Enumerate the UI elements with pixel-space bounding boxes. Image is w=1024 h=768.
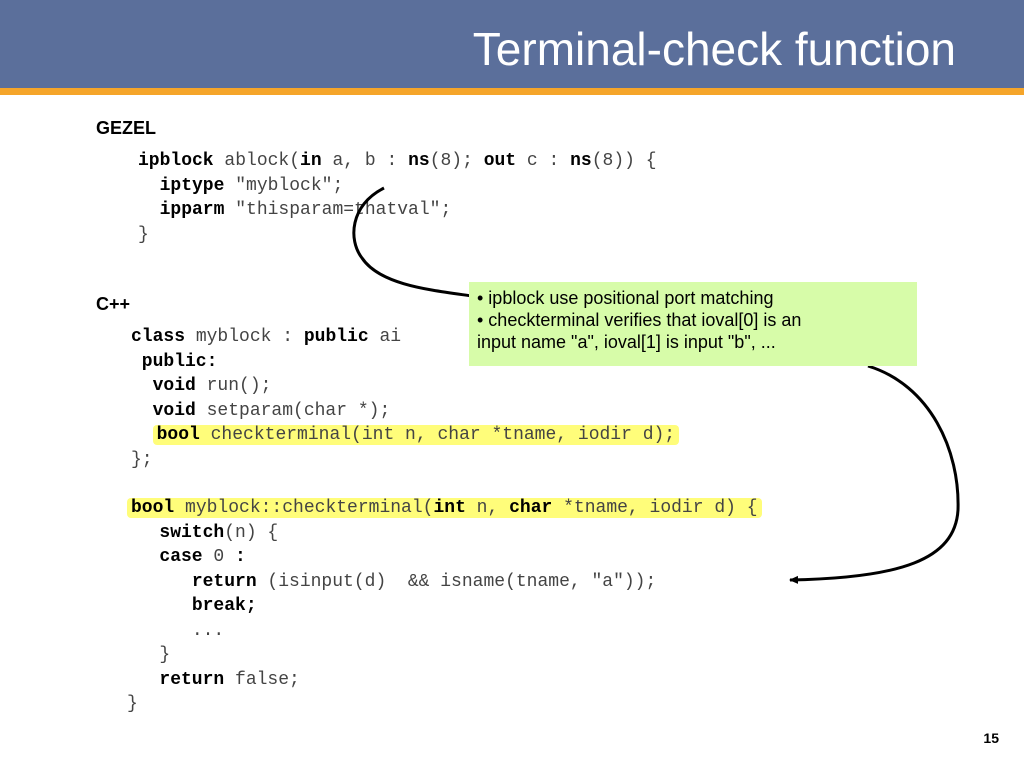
code-line: ipparm "thisparam=thatval"; [138, 200, 452, 220]
highlighted-signature: bool myblock::checkterminal(int n, char … [127, 498, 762, 518]
code-line: iptype "myblock"; [138, 175, 344, 196]
callout-note: • ipblock use positional port matching •… [469, 282, 917, 366]
highlighted-declaration: bool checkterminal(int n, char *tname, i… [152, 425, 680, 445]
note-line: • checkterminal verifies that ioval[0] i… [477, 310, 802, 330]
code-line: } [127, 694, 138, 714]
title-underline [0, 88, 1024, 95]
code-line: void setparam(char *); [131, 400, 391, 421]
page-number: 15 [983, 730, 999, 746]
gezel-code-block: ipblock ablock(in a, b : ns(8); out c : … [138, 149, 657, 247]
cpp-impl-block: bool myblock::checkterminal(int n, char … [127, 496, 762, 717]
code-line: ... [191, 620, 225, 641]
code-line: break; [191, 596, 257, 616]
gezel-label: GEZEL [96, 118, 157, 138]
title-bar [0, 0, 1024, 88]
code-line: bool checkterminal(int n, char *tname, i… [131, 425, 680, 445]
code-line: return false; [159, 669, 300, 690]
note-line: input name "a", ioval[1] is input "b", .… [477, 332, 776, 352]
code-line: class myblock : public ai [131, 327, 402, 347]
code-line: return (isinput(d) && isname(tname, "a")… [191, 571, 657, 592]
cpp-label: C++ [96, 294, 131, 314]
connector-curve-top [352, 186, 473, 298]
connector-arrow-bottom [789, 364, 960, 584]
note-line: • ipblock use positional port matching [477, 288, 774, 308]
code-line: void run(); [131, 376, 272, 396]
code-line: case 0 : [159, 547, 246, 567]
code-line: } [159, 645, 171, 665]
cpp-class-block: class myblock : public ai public: void r… [131, 325, 680, 472]
code-line: }; [131, 449, 153, 470]
code-line: public: [131, 351, 218, 372]
code-line: ipblock ablock(in a, b : ns(8); out c : … [138, 151, 657, 171]
code-line: } [138, 224, 149, 245]
slide-title: Terminal-check function [472, 23, 956, 75]
code-line: switch(n) { [159, 522, 279, 543]
